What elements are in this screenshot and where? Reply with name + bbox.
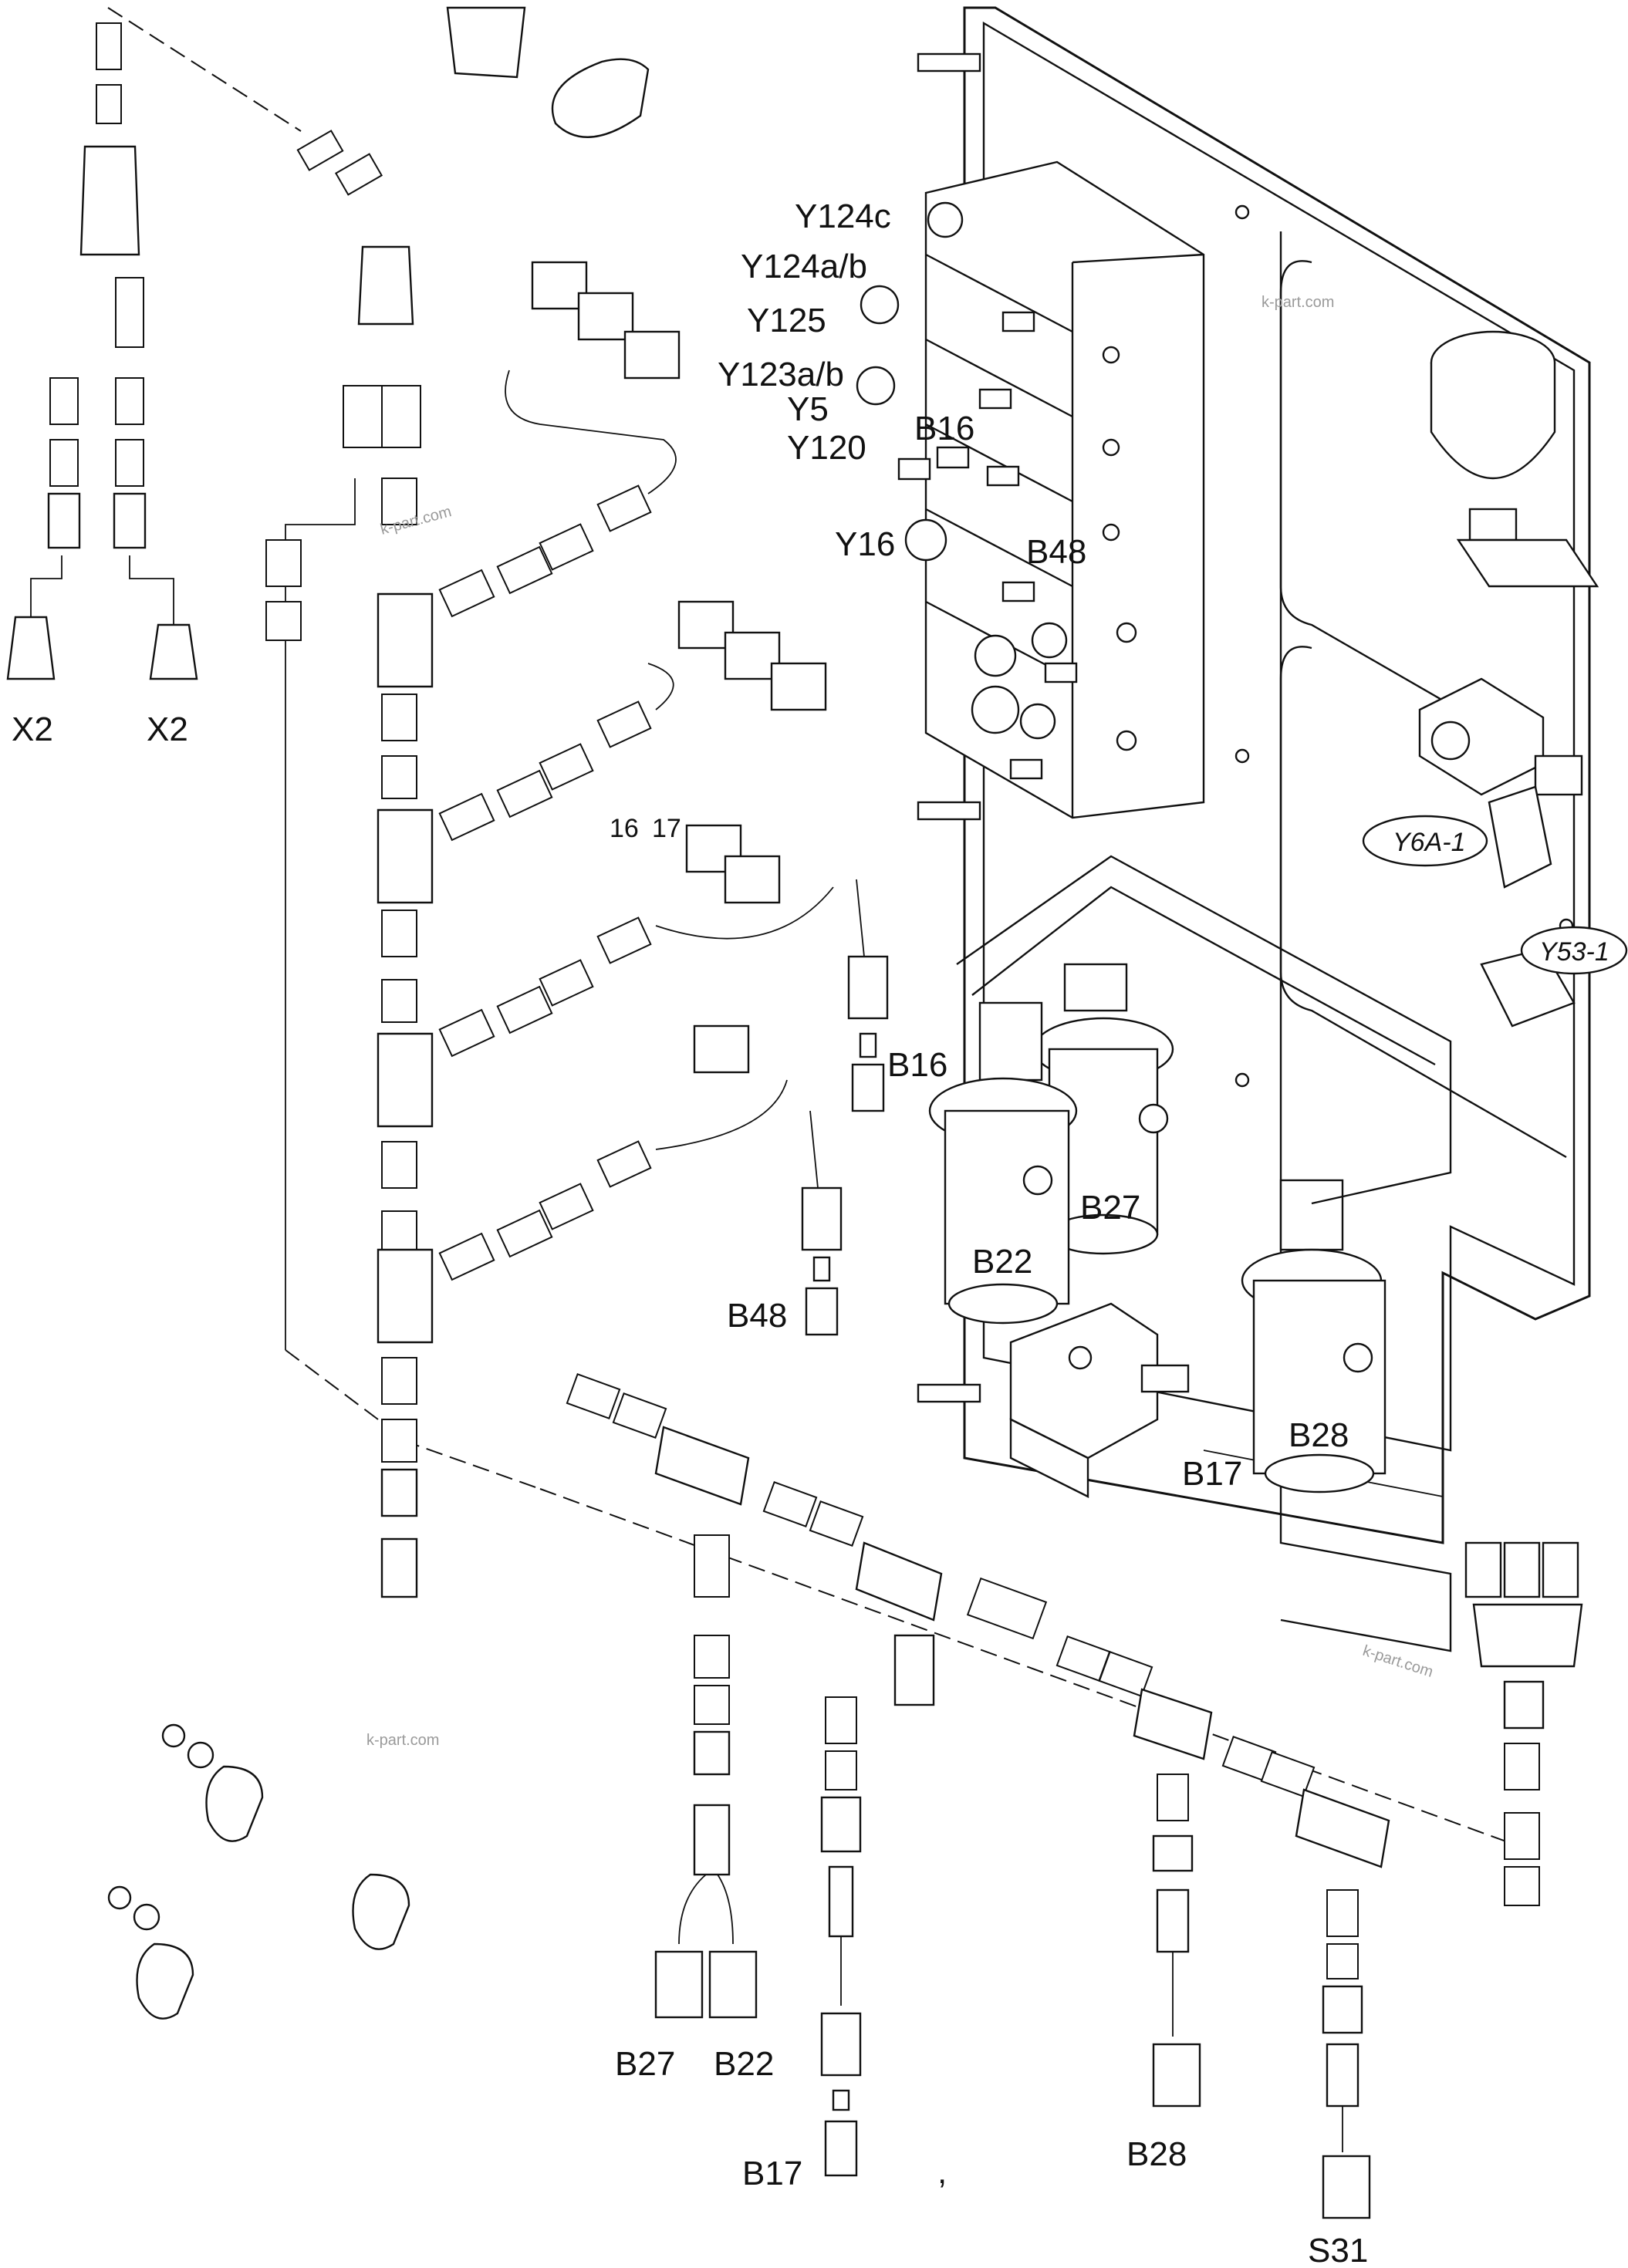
label-b16-mid: B16 xyxy=(887,1046,947,1084)
label-b28-filter: B28 xyxy=(1289,1416,1349,1454)
filter-b28 xyxy=(1241,1179,1387,1493)
label-b27-bottom: B27 xyxy=(615,2045,675,2083)
lower-harness xyxy=(539,1373,1513,1868)
label-y125: Y125 xyxy=(747,302,826,339)
watermark-lower-left: k-part.com xyxy=(366,1732,439,1749)
label-b28-bottom: B28 xyxy=(1126,2135,1187,2173)
branch-harness-3 xyxy=(438,824,834,1058)
drop-b27-b22 xyxy=(654,1534,758,2019)
filter-b27 xyxy=(1032,963,1174,1255)
drop-b28 xyxy=(1152,1774,1201,2108)
watermark-top-right: k-part.com xyxy=(1262,294,1334,311)
label-y16: Y16 xyxy=(835,525,895,563)
label-b22-filter: B22 xyxy=(972,1243,1032,1281)
main-harness xyxy=(107,7,541,1598)
label-y53-1: Y53-1 xyxy=(1539,937,1609,967)
label-y5: Y5 xyxy=(787,390,829,428)
drop-b17 xyxy=(820,1634,935,2177)
label-s31: S31 xyxy=(1308,2232,1368,2268)
cable-clips xyxy=(107,1723,410,2020)
sensor-b16-mid xyxy=(847,879,889,1112)
label-b27-filter: B27 xyxy=(1080,1189,1140,1227)
label-b48-top: B48 xyxy=(1026,533,1086,571)
tape-and-tie xyxy=(446,6,650,138)
branch-harness-1 xyxy=(438,261,681,618)
label-b16-top: B16 xyxy=(914,410,974,447)
label-b17-bottom: B17 xyxy=(742,2155,802,2192)
label-b17-mid: B17 xyxy=(1182,1455,1242,1493)
label-comma: , xyxy=(937,2153,947,2191)
label-x2-left: X2 xyxy=(12,710,53,748)
watermark-lower-right: k-part.com xyxy=(1360,1642,1435,1681)
label-b22-bottom: B22 xyxy=(714,2045,774,2083)
label-y123ab: Y123a/b xyxy=(718,356,844,393)
labels: X2 X2 Y124c Y124a/b Y125 Y123a/b Y5 B16 … xyxy=(12,197,1628,2268)
label-y124c: Y124c xyxy=(795,197,891,235)
x2-harness xyxy=(6,22,198,680)
label-y124ab: Y124a/b xyxy=(741,248,867,285)
valve-block-stack xyxy=(856,160,1205,819)
filter-manifold xyxy=(956,855,1452,1205)
branch-harness-2 xyxy=(438,600,827,842)
branch-harness-4 xyxy=(438,1024,788,1281)
label-16: 16 xyxy=(610,814,639,843)
label-y120: Y120 xyxy=(787,429,866,467)
label-x2-right: X2 xyxy=(147,710,188,748)
bottom-valve-block xyxy=(1009,1302,1190,1498)
sensor-b48-mid xyxy=(801,1110,843,1336)
label-b48-mid: B48 xyxy=(727,1297,787,1335)
drop-s31 xyxy=(1322,1889,1371,2219)
label-17: 17 xyxy=(652,814,681,843)
right-connector-stack xyxy=(1464,1541,1583,1906)
accumulator xyxy=(1430,330,1599,588)
filter-b22 xyxy=(928,1001,1078,1325)
label-y6a1: Y6A-1 xyxy=(1393,828,1466,857)
